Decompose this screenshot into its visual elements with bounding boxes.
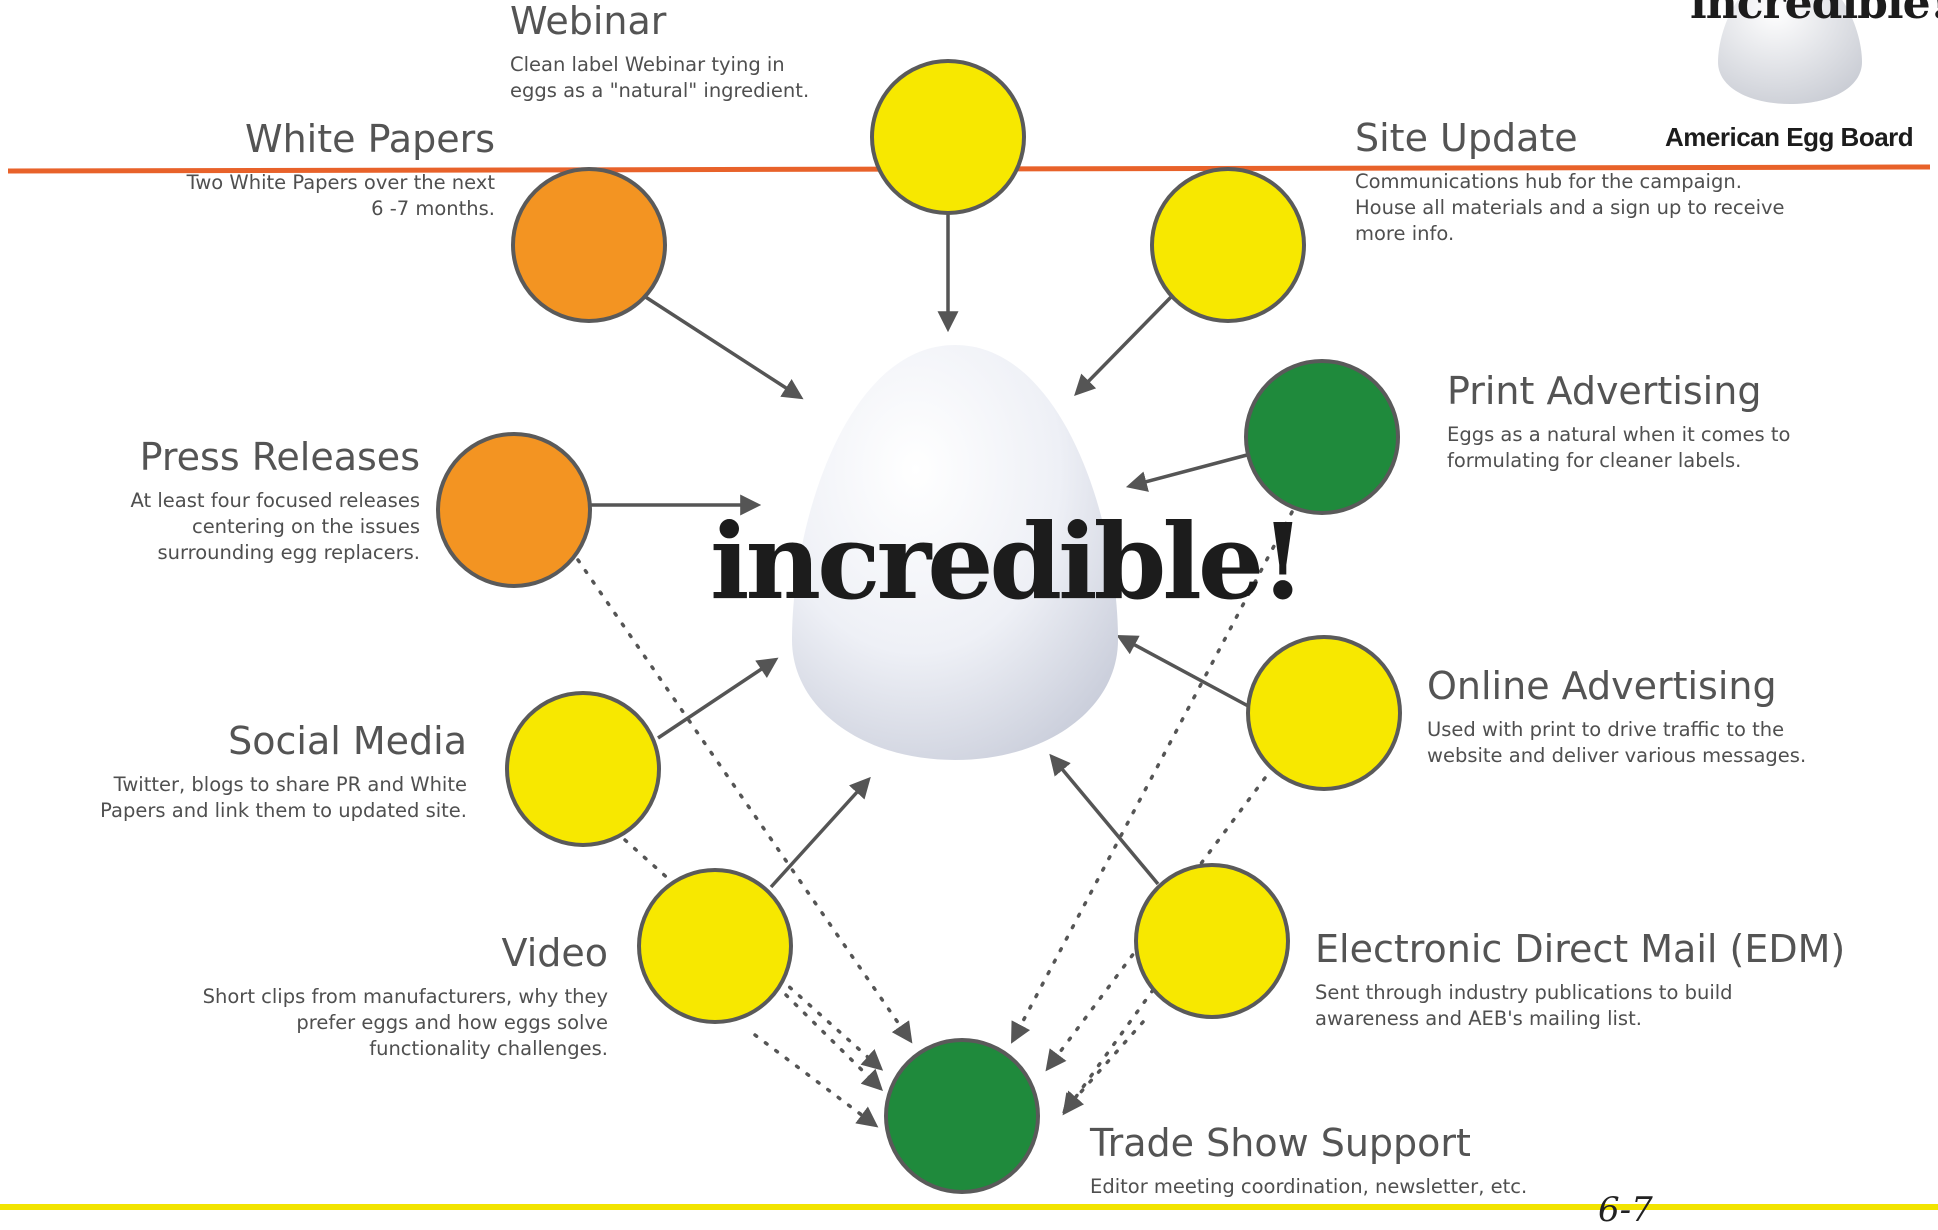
video-node (637, 868, 793, 1024)
site-update-title: Site Update (1355, 116, 1578, 160)
description-line: Short clips from manufacturers, why they (202, 984, 608, 1008)
center-brand-wordmark: incredible! (710, 500, 1306, 623)
edm-title: Electronic Direct Mail (EDM) (1315, 927, 1846, 971)
description-line: Clean label Webinar tying in (510, 52, 785, 76)
description-line: House all materials and a sign up to rec… (1355, 195, 1785, 219)
dotted-arrow (1011, 510, 1294, 1044)
solid-arrow (1049, 753, 1160, 886)
solid-arrow (1116, 635, 1251, 709)
press-releases-title: Press Releases (139, 435, 420, 479)
description-line: eggs as a "natural" ingredient. (510, 78, 810, 102)
webinar-node (870, 59, 1026, 215)
site-update-node (1150, 167, 1306, 323)
social-media-node (505, 691, 661, 847)
trade-show-title: Trade Show Support (1090, 1121, 1471, 1165)
video-description: Short clips from manufacturers, why they… (130, 984, 608, 1062)
description-line: Used with print to drive traffic to the (1427, 717, 1785, 741)
description-line: functionality challenges. (369, 1036, 608, 1060)
print-advertising-title: Print Advertising (1447, 369, 1762, 413)
dotted-arrow (784, 993, 883, 1091)
site-update-description: Communications hub for the campaign.Hous… (1355, 169, 1875, 247)
online-advertising-title: Online Advertising (1427, 664, 1777, 708)
description-line: awareness and AEB's mailing list. (1315, 1006, 1642, 1030)
solid-arrow (643, 294, 804, 400)
description-line: Communications hub for the campaign. (1355, 169, 1742, 193)
solid-arrow (1125, 453, 1248, 492)
description-line: more info. (1355, 221, 1455, 245)
dotted-arrow (1062, 988, 1155, 1116)
webinar-title: Webinar (510, 0, 667, 43)
logo-egg-graphic (1718, 0, 1862, 104)
solid-arrow (1074, 294, 1174, 397)
white-papers-title: White Papers (245, 117, 495, 161)
solid-arrow (769, 776, 871, 889)
social-media-title: Social Media (228, 719, 467, 763)
description-line: At least four focused releases (130, 488, 420, 512)
press-releases-label: Press Releases At least four focused rele… (70, 435, 420, 566)
solid-arrow (657, 657, 779, 740)
center-egg-graphic (792, 345, 1118, 760)
edm-label: Electronic Direct Mail (EDM) Sent through… (1315, 927, 1915, 1032)
channel-nodes (436, 59, 1402, 1194)
trade-show-node (884, 1038, 1040, 1194)
dotted-arrow (753, 1033, 879, 1128)
description-line: 6 -7 months. (371, 196, 495, 220)
description-line: Sent through industry publications to bu… (1315, 980, 1733, 1004)
video-title: Video (501, 931, 608, 975)
description-line: formulating for cleaner labels. (1447, 448, 1742, 472)
description-line: centering on the issues (191, 514, 420, 538)
press-releases-node (436, 432, 592, 588)
description-line: Papers and link them to updated site. (100, 798, 467, 822)
description-line: Twitter, blogs to share PR and White (113, 772, 467, 796)
description-line: surrounding egg replacers. (157, 540, 420, 564)
logo-wordmark: incredible! (1690, 0, 1938, 29)
edm-description: Sent through industry publications to bu… (1315, 980, 1915, 1032)
online-advertising-node (1246, 635, 1402, 791)
description-line: website and deliver various messages. (1427, 743, 1807, 767)
description-line: Eggs as a natural when it comes to (1447, 422, 1791, 446)
description-line: Two White Papers over the next (186, 170, 495, 194)
edm-node (1134, 863, 1290, 1019)
print-advertising-node (1244, 359, 1400, 515)
description-line: prefer eggs and how eggs solve (296, 1010, 608, 1034)
logo-organization-name: American Egg Board (1665, 122, 1914, 152)
white-papers-node (511, 167, 667, 323)
trade-show-description: Editor meeting coordination, newsletter,… (1090, 1174, 1790, 1200)
description-line: Editor meeting coordination, newsletter,… (1090, 1174, 1528, 1198)
